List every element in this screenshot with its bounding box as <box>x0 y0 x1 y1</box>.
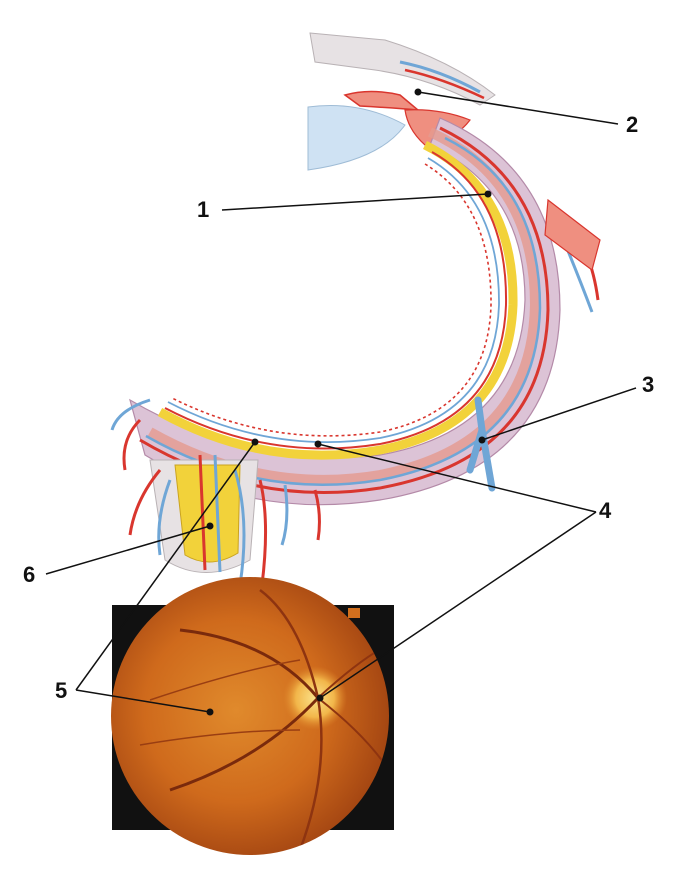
lens <box>307 105 406 171</box>
leader-lines <box>45 91 637 713</box>
retina-layer <box>157 140 518 460</box>
dot-5a <box>251 438 259 446</box>
cornea <box>309 32 496 106</box>
label-4: 4 <box>599 498 612 523</box>
dot-4b <box>316 694 324 702</box>
leader-4b <box>319 511 597 699</box>
fundus-photo <box>111 577 394 855</box>
leader-4a <box>317 443 597 513</box>
leader-2 <box>417 91 619 125</box>
leader-6 <box>45 525 211 575</box>
label-6: 6 <box>23 562 36 587</box>
dot-5b <box>206 708 214 716</box>
fundus-circle <box>111 577 389 855</box>
label-5: 5 <box>55 678 68 703</box>
label-3: 3 <box>642 372 655 397</box>
leader-3 <box>481 387 637 441</box>
eye-wall <box>129 117 561 506</box>
fundus-vessels <box>139 589 389 851</box>
fundus-notch <box>348 608 360 618</box>
dot-3 <box>478 436 486 444</box>
dot-4a <box>314 440 322 448</box>
optic-nerve-core <box>174 464 241 563</box>
dot-6 <box>206 522 214 530</box>
label-2: 2 <box>626 112 639 137</box>
dot-1 <box>484 190 492 198</box>
anterior-segment <box>307 32 496 171</box>
leader-5a <box>75 441 256 691</box>
dot-2 <box>414 88 422 96</box>
optic-disc <box>283 666 347 730</box>
label-1: 1 <box>197 197 210 222</box>
leader-dots <box>206 88 492 716</box>
optic-nerve <box>110 398 321 586</box>
leader-1 <box>221 193 489 211</box>
posterior-vessels-right <box>544 198 601 313</box>
leader-5b <box>75 689 211 713</box>
choroid-layer <box>147 127 541 485</box>
